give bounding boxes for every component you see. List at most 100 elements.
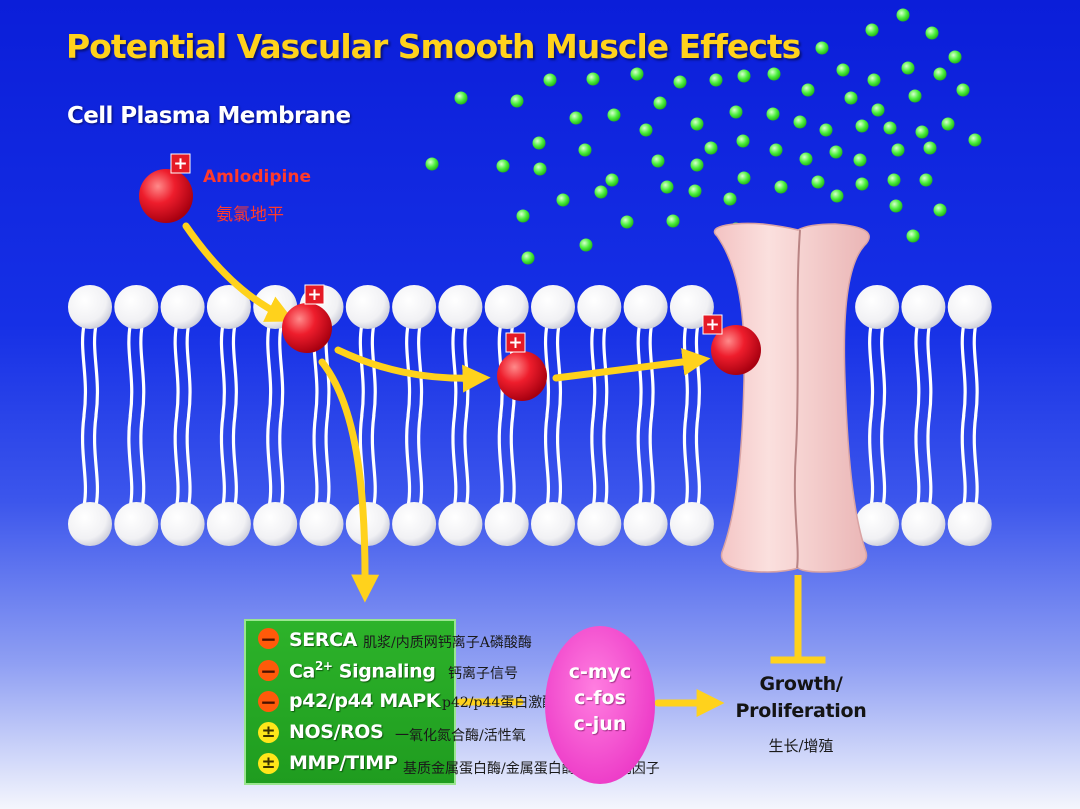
lipid-tail: [648, 414, 655, 508]
charge-plus-icon: +: [307, 285, 321, 305]
lipid-tail: [555, 323, 563, 417]
lipid-tail: [185, 414, 192, 508]
lipid-head: [623, 285, 668, 329]
flow-arrows: [182, 222, 826, 717]
calcium-particle: [891, 143, 905, 157]
calcium-particle: [586, 72, 600, 86]
inhibit-sign-icon: −: [258, 691, 279, 712]
calcium-particle: [844, 91, 858, 105]
lipid-tail: [463, 323, 470, 417]
lipid-head: [855, 285, 900, 329]
calcium-particle: [543, 73, 557, 87]
lipid-head: [484, 502, 529, 546]
effect-serca: SERCA: [289, 629, 357, 651]
calcium-particle: [901, 61, 915, 75]
calcium-particle: [690, 158, 704, 172]
lipid-tail: [880, 323, 887, 417]
lipid-tail: [636, 414, 643, 508]
calcium-particle: [532, 136, 546, 150]
arrow-membrane-to-effects: [318, 358, 380, 603]
lipid-tail: [278, 323, 285, 417]
calcium-particle: [829, 145, 843, 159]
lipid-tail: [358, 323, 365, 417]
lipid-bilayer: [68, 285, 992, 546]
calcium-particle: [737, 69, 751, 83]
calcium-particle: [871, 103, 885, 117]
calcium-particle: [496, 159, 510, 173]
calcium-particle: [630, 67, 644, 81]
drug-molecule-bound: +: [702, 314, 761, 375]
lipid-tail: [509, 414, 516, 508]
calcium-particle: [605, 173, 619, 187]
lipid-tail: [868, 323, 875, 417]
lipid-tail: [926, 323, 933, 417]
lipid-tail: [417, 414, 424, 508]
calcium-particle: [510, 94, 524, 108]
lipid-tail: [127, 323, 134, 417]
gene-c-jun: c-jun: [573, 713, 627, 735]
lipid-tail: [370, 323, 377, 417]
calcium-particle: [793, 115, 807, 129]
lipid-head: [947, 502, 992, 546]
lipid-tail: [266, 323, 273, 417]
lipid-tail: [590, 323, 597, 417]
inhibit-sign-icon: −: [258, 628, 279, 649]
charge-plus-icon: +: [705, 315, 719, 335]
lipid-head: [114, 285, 159, 329]
gene-c-myc: c-myc: [568, 661, 632, 683]
lipid-tail: [312, 414, 319, 508]
calcium-particle: [896, 8, 910, 22]
lipid-tail: [173, 323, 180, 417]
calcium-particle: [737, 171, 751, 185]
effect-mapk: p42/p44 MAPK: [289, 690, 441, 712]
lipid-head: [623, 502, 668, 546]
calcium-particle: [883, 121, 897, 135]
lipid-tail: [497, 414, 504, 508]
calcium-particle: [736, 134, 750, 148]
lipid-tail: [694, 323, 701, 417]
drug-molecule-membrane: +: [282, 284, 332, 353]
calcium-particle: [865, 23, 879, 37]
calcium-particle: [774, 180, 788, 194]
gene-c-fos: c-fos: [574, 687, 626, 709]
calcium-channel: [713, 222, 870, 573]
calcium-particle: [666, 214, 680, 228]
lipid-tail: [543, 414, 551, 508]
calcium-particle: [607, 108, 621, 122]
lipid-tail: [972, 414, 979, 508]
calcium-particle: [811, 175, 825, 189]
lipid-tail: [417, 323, 424, 417]
effect-ca-signaling-cn: 钙离子信号: [448, 666, 518, 682]
calcium-particle: [425, 157, 439, 171]
lipid-tail: [219, 323, 226, 417]
lipid-head: [206, 285, 251, 329]
outcome-cn: 生长/增殖: [768, 737, 834, 755]
effect-nos-ros: NOS/ROS: [289, 721, 384, 743]
calcium-particle: [867, 73, 881, 87]
calcium-particle: [941, 117, 955, 131]
calcium-particle: [915, 125, 929, 139]
lipid-tail: [370, 414, 377, 508]
calcium-particle: [729, 105, 743, 119]
lipid-head: [160, 285, 205, 329]
lipid-tail: [926, 414, 933, 508]
lipid-tail: [590, 414, 597, 508]
calcium-particle: [853, 153, 867, 167]
lipid-tail: [543, 323, 551, 417]
lipid-head: [160, 502, 205, 546]
lipid-tail: [405, 323, 412, 417]
calcium-particle: [454, 91, 468, 105]
calcium-particle: [766, 107, 780, 121]
effect-mapk-cn: p42/p44蛋白激酶: [442, 695, 557, 711]
calcium-particle: [801, 83, 815, 97]
calcium-particle: [855, 177, 869, 191]
membrane-label: Cell Plasma Membrane: [67, 103, 351, 129]
arrow-membrane-to-inner: [334, 346, 491, 393]
calcium-particle: [569, 111, 583, 125]
lipid-head: [901, 285, 946, 329]
lipid-tail: [92, 323, 100, 417]
lipid-head: [577, 502, 622, 546]
calcium-particle: [516, 209, 530, 223]
lipid-tail: [139, 323, 146, 417]
